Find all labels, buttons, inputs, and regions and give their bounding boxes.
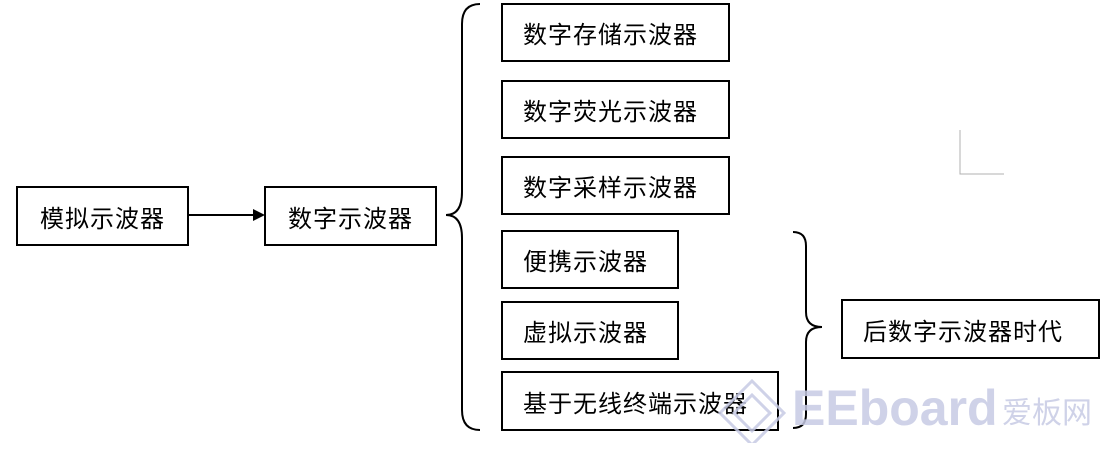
digital-phosphor-oscilloscope-box: 数字荧光示波器	[501, 80, 730, 139]
svg-text:EEboard: EEboard	[792, 380, 998, 436]
digital-sampling-oscilloscope-label: 数字采样示波器	[523, 174, 698, 202]
digital-oscilloscope-label: 数字示波器	[288, 204, 413, 233]
analog-oscilloscope-box: 模拟示波器	[16, 186, 189, 246]
eeboard-watermark-logo: EEboard 爱板网	[712, 373, 1111, 448]
digital-phosphor-oscilloscope-label: 数字荧光示波器	[523, 98, 698, 126]
analog-oscilloscope-label: 模拟示波器	[40, 204, 165, 233]
portable-oscilloscope-box: 便携示波器	[501, 230, 679, 289]
post-digital-era-box: 后数字示波器时代	[841, 299, 1100, 359]
wireless-terminal-oscilloscope-label: 基于无线终端示波器	[523, 389, 748, 418]
portable-oscilloscope-label: 便携示波器	[523, 248, 648, 276]
virtual-oscilloscope-box: 虚拟示波器	[501, 301, 679, 360]
virtual-oscilloscope-label: 虚拟示波器	[523, 319, 648, 347]
post-digital-era-label: 后数字示波器时代	[863, 317, 1063, 346]
right-brace	[792, 231, 823, 429]
big-left-brace	[445, 3, 481, 431]
digital-sampling-oscilloscope-box: 数字采样示波器	[501, 156, 730, 215]
corner-mark	[959, 130, 1004, 175]
digital-storage-oscilloscope-box: 数字存储示波器	[501, 3, 730, 62]
digital-oscilloscope-box: 数字示波器	[264, 186, 437, 246]
svg-text:爱板网: 爱板网	[1002, 396, 1092, 431]
digital-storage-oscilloscope-label: 数字存储示波器	[523, 21, 698, 49]
